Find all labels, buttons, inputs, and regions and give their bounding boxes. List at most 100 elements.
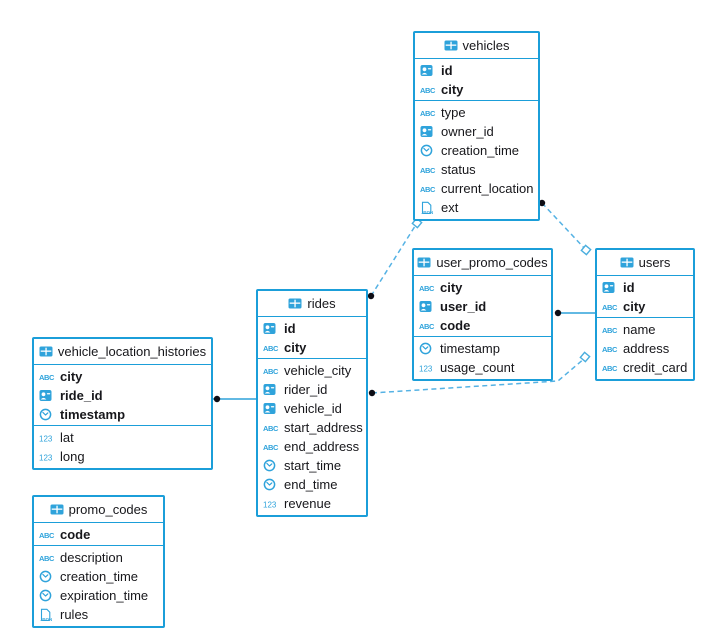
svg-text:ABC: ABC bbox=[420, 166, 436, 174]
field-name: creation_time bbox=[60, 569, 139, 584]
svg-text:123: 123 bbox=[39, 434, 53, 443]
field-name: name bbox=[623, 322, 656, 337]
field-name: creation_time bbox=[441, 143, 520, 158]
svg-text:ABC: ABC bbox=[263, 424, 279, 432]
field-name: address bbox=[623, 341, 670, 356]
field-row: rider_id bbox=[258, 380, 366, 399]
time-type-icon bbox=[39, 408, 56, 421]
field-name: revenue bbox=[284, 496, 331, 511]
table-title: rides bbox=[307, 296, 336, 311]
svg-text:ABC: ABC bbox=[39, 373, 55, 381]
field-name: start_address bbox=[284, 420, 363, 435]
relationship-line-vehicles-users bbox=[541, 202, 587, 251]
field-name: id bbox=[284, 321, 296, 336]
field-row: id bbox=[415, 61, 538, 80]
field-name: ride_id bbox=[60, 388, 103, 403]
json-type-icon: JSON bbox=[39, 608, 56, 622]
table-icon bbox=[417, 257, 431, 268]
text-type-icon: ABC bbox=[263, 343, 280, 352]
id-type-icon bbox=[263, 322, 280, 335]
field-name: id bbox=[441, 63, 453, 78]
field-row: ABC end_address bbox=[258, 437, 366, 456]
time-type-icon bbox=[263, 478, 280, 491]
field-name: end_address bbox=[284, 439, 360, 454]
table-header[interactable]: vehicle_location_histories bbox=[34, 339, 211, 365]
time-type-icon bbox=[419, 342, 436, 355]
table-header[interactable]: vehicles bbox=[415, 33, 538, 59]
svg-text:ABC: ABC bbox=[263, 367, 279, 375]
text-type-icon: ABC bbox=[263, 366, 280, 375]
table-icon bbox=[444, 40, 458, 51]
field-row: JSON rules bbox=[34, 605, 163, 624]
svg-text:JSON: JSON bbox=[421, 209, 433, 214]
field-name: end_time bbox=[284, 477, 338, 492]
table-header[interactable]: user_promo_codes bbox=[414, 250, 551, 276]
table-icon bbox=[39, 346, 53, 357]
field-name: type bbox=[441, 105, 466, 120]
relationship-dot-endpoint bbox=[554, 309, 562, 317]
table-header[interactable]: users bbox=[597, 250, 693, 276]
relationship-diamond-endpoint bbox=[579, 351, 591, 363]
table-header[interactable]: promo_codes bbox=[34, 497, 163, 523]
field-name: rules bbox=[60, 607, 89, 622]
field-name: city bbox=[441, 82, 464, 97]
svg-text:123: 123 bbox=[263, 500, 277, 509]
relationship-dot-endpoint bbox=[213, 395, 221, 403]
field-row: 123 revenue bbox=[258, 494, 366, 513]
field-row: vehicle_id bbox=[258, 399, 366, 418]
table-header[interactable]: rides bbox=[258, 291, 366, 317]
text-type-icon: ABC bbox=[419, 283, 436, 292]
svg-text:ABC: ABC bbox=[602, 303, 618, 311]
svg-text:ABC: ABC bbox=[602, 345, 618, 353]
table-icon bbox=[288, 298, 302, 309]
number-type-icon: 123 bbox=[39, 433, 56, 443]
svg-text:ABC: ABC bbox=[419, 284, 435, 292]
field-name: code bbox=[60, 527, 91, 542]
field-row: ABC city bbox=[597, 297, 693, 316]
svg-text:ABC: ABC bbox=[39, 531, 55, 539]
text-type-icon: ABC bbox=[419, 321, 436, 330]
time-type-icon bbox=[39, 570, 56, 583]
id-type-icon bbox=[420, 125, 437, 138]
field-name: city bbox=[623, 299, 646, 314]
text-type-icon: ABC bbox=[602, 325, 619, 334]
field-name: city bbox=[284, 340, 307, 355]
svg-text:JSON: JSON bbox=[40, 616, 52, 621]
table-title: user_promo_codes bbox=[436, 255, 548, 270]
number-type-icon: 123 bbox=[419, 363, 436, 373]
text-type-icon: ABC bbox=[263, 442, 280, 451]
field-row: expiration_time bbox=[34, 586, 163, 605]
field-name: city bbox=[440, 280, 463, 295]
id-type-icon bbox=[420, 64, 437, 77]
field-name: timestamp bbox=[60, 407, 126, 422]
svg-text:ABC: ABC bbox=[419, 322, 435, 330]
field-name: vehicle_id bbox=[284, 401, 342, 416]
field-row: creation_time bbox=[34, 567, 163, 586]
svg-text:ABC: ABC bbox=[420, 109, 436, 117]
text-type-icon: ABC bbox=[420, 184, 437, 193]
field-name: long bbox=[60, 449, 85, 464]
text-type-icon: ABC bbox=[602, 363, 619, 372]
field-name: owner_id bbox=[441, 124, 494, 139]
